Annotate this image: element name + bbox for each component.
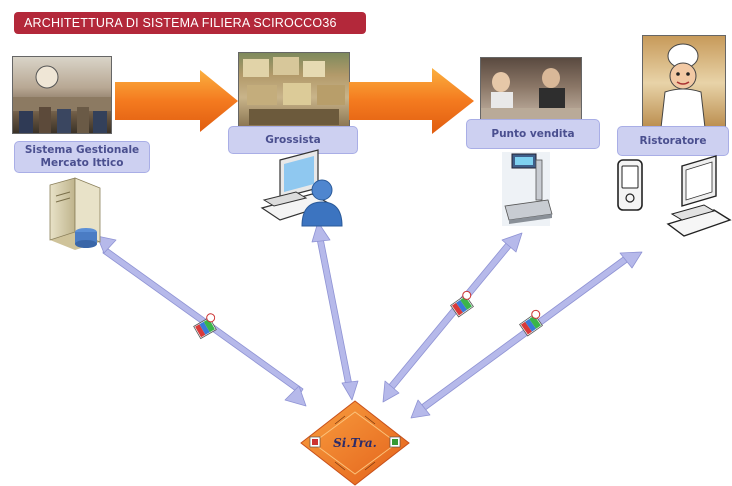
mercato-label-line2: Mercato Ittico	[40, 157, 124, 169]
flow-arrow-1	[115, 70, 238, 132]
link-arrow-ristoratore	[410, 251, 643, 419]
grossista-label: Grossista	[228, 126, 358, 154]
mercato-photo	[12, 56, 112, 134]
punto-vendita-label: Punto vendita	[466, 119, 600, 149]
link-arrow-mercato	[96, 235, 307, 407]
user-computer-icon	[260, 149, 343, 227]
hub-label: Si.Tra.	[333, 436, 377, 450]
colorful-connector-icon	[193, 313, 217, 340]
mercato-label-line1: Sistema Gestionale	[24, 144, 140, 156]
link-arrow-grossista	[311, 221, 359, 401]
flow-arrow-2	[349, 68, 474, 134]
mercato-label: Sistema Gestionale Mercato Ittico	[14, 141, 150, 173]
page-title: ARCHITETTURA DI SISTEMA FILIERA SCIROCCO…	[14, 12, 366, 34]
colorful-connector-icon	[450, 290, 474, 318]
scale-icon	[502, 152, 553, 226]
computer-icon	[666, 155, 732, 237]
sitra-hub: Si.Tra.	[300, 400, 410, 486]
ristoratore-label: Ristoratore	[617, 126, 729, 156]
server-icon	[49, 177, 101, 250]
colorful-connector-icon	[519, 309, 543, 337]
link-arrow-punto-vendita	[382, 232, 523, 403]
punto-vendita-photo	[480, 57, 582, 122]
handheld-icon	[617, 159, 643, 211]
ristoratore-photo	[642, 35, 726, 131]
